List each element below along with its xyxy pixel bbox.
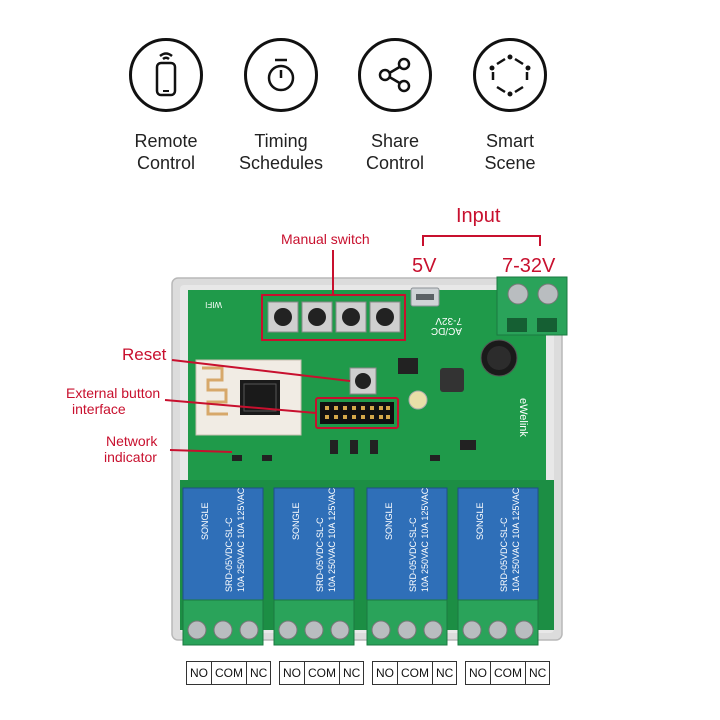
callout-lines [164, 235, 541, 453]
board-silkscreen: 7-32V AC/DC eWelink WIFI [205, 300, 529, 437]
stopwatch-icon [244, 38, 318, 112]
feature-label-line2: Control [365, 153, 425, 173]
scene-hexagon-icon [473, 38, 547, 112]
terminal-nc-label: NC [250, 666, 268, 680]
terminal-label-1: NO COM NC [186, 661, 272, 685]
wifi-chip-outline [243, 383, 277, 412]
relay-4-rating-1: 10A 250VAC 10A 125VAC [511, 487, 521, 592]
relay-labels: SRD-05VDC-SL-C 10A 250VAC 10A 125VAC SON… [200, 487, 521, 592]
relay-2-model: SRD-05VDC-SL-C [315, 517, 325, 592]
callout-external-button-1: External button [66, 385, 160, 401]
smd-parts [232, 440, 476, 461]
relay-1-rating-1: 10A 250VAC 10A 125VAC [236, 487, 246, 592]
header-pins [325, 406, 390, 419]
feature-label-line1: Share [370, 131, 420, 151]
terminal-com-label: COM [398, 662, 433, 684]
manual-switch-3-knob [342, 308, 360, 326]
feature-label-line2: Scene [484, 153, 536, 173]
callout-input-7-32v: 7-32V [502, 255, 556, 277]
board-wifi-mark: WIFI [205, 300, 222, 309]
terminal-nc-label: NC [343, 666, 361, 680]
output-terminal-4 [457, 599, 539, 646]
relay-3 [366, 487, 448, 601]
feature-timing-schedules: Timing Schedules [226, 38, 336, 174]
feature-share-control: Share Control [340, 38, 450, 174]
terminal-no-label: NO [466, 662, 491, 684]
relay-3-rating-1: 10A 250VAC 10A 125VAC [420, 487, 430, 592]
terminal-no-label: NO [187, 662, 212, 684]
share-icon [358, 38, 432, 112]
input-screw-2 [537, 283, 559, 305]
terminal-com-label: COM [305, 662, 340, 684]
terminal-no-label: NO [280, 662, 305, 684]
feature-label-line2: Control [136, 153, 196, 173]
callout-reset: Reset [122, 345, 167, 364]
callout-texts: Manual switch Input 5V 7-32V Reset Exter… [66, 205, 556, 465]
callout-network-1: Network [106, 433, 158, 449]
feature-label-line1: Timing [254, 131, 308, 151]
input-slot-1 [507, 318, 527, 332]
callout-external-button-2: interface [72, 401, 126, 417]
capacitor-large-top [487, 346, 511, 370]
relay-2-rating-1: 10A 250VAC 10A 125VAC [327, 487, 337, 592]
output-terminal-1 [182, 599, 264, 646]
feature-label-line1: Remote [134, 131, 198, 151]
smartphone-icon [129, 38, 203, 112]
manual-switch-2-knob [308, 308, 326, 326]
reset-button-knob [355, 373, 371, 389]
manual-switch-4-knob [376, 308, 394, 326]
inductor [440, 368, 464, 392]
relay-2-brand: SONGLE [291, 502, 301, 540]
relay-3-model: SRD-05VDC-SL-C [408, 517, 418, 592]
relay-4-model: SRD-05VDC-SL-C [499, 517, 509, 592]
terminal-label-2: NO COM NC [279, 661, 365, 685]
relay-3-brand: SONGLE [384, 502, 394, 540]
external-pin-header [320, 402, 394, 424]
output-terminal-3 [366, 599, 448, 646]
terminal-nc-label: NC [529, 666, 547, 680]
relay-4-brand: SONGLE [475, 502, 485, 540]
feature-label-line2: Schedules [238, 153, 324, 173]
terminal-com-label: COM [212, 662, 247, 684]
input-screw-1 [507, 283, 529, 305]
feature-remote-control: Remote Control [111, 38, 221, 174]
board-voltage-mark: 7-32V [435, 315, 462, 326]
buzzer [408, 390, 428, 410]
callout-input-5v: 5V [412, 255, 437, 277]
input-slot-2 [537, 318, 557, 332]
feature-label-line1: Smart [485, 131, 534, 151]
manual-switch-group [267, 301, 401, 333]
board-brand-mark: eWelink [517, 398, 529, 437]
terminal-no-label: NO [373, 662, 398, 684]
relay-4 [457, 487, 539, 601]
feature-smart-scene: Smart Scene [455, 38, 565, 174]
terminal-label-4: NO COM NC [465, 661, 551, 685]
callout-input: Input [456, 205, 501, 227]
output-terminal-2 [273, 599, 355, 646]
regulator [398, 358, 418, 374]
relay-2 [273, 487, 355, 601]
terminal-label-3: NO COM NC [372, 661, 458, 685]
callout-network-2: indicator [104, 449, 157, 465]
usb-port-slot [416, 294, 434, 300]
relay-1 [182, 487, 264, 601]
callout-manual-switch: Manual switch [281, 231, 370, 247]
terminal-com-label: COM [491, 662, 526, 684]
terminal-nc-label: NC [436, 666, 454, 680]
board-acdc-mark: AC/DC [431, 325, 462, 336]
relay-1-model: SRD-05VDC-SL-C [224, 517, 234, 592]
relay-1-brand: SONGLE [200, 502, 210, 540]
wifi-antenna-trace [202, 366, 228, 416]
manual-switch-1-knob [274, 308, 292, 326]
